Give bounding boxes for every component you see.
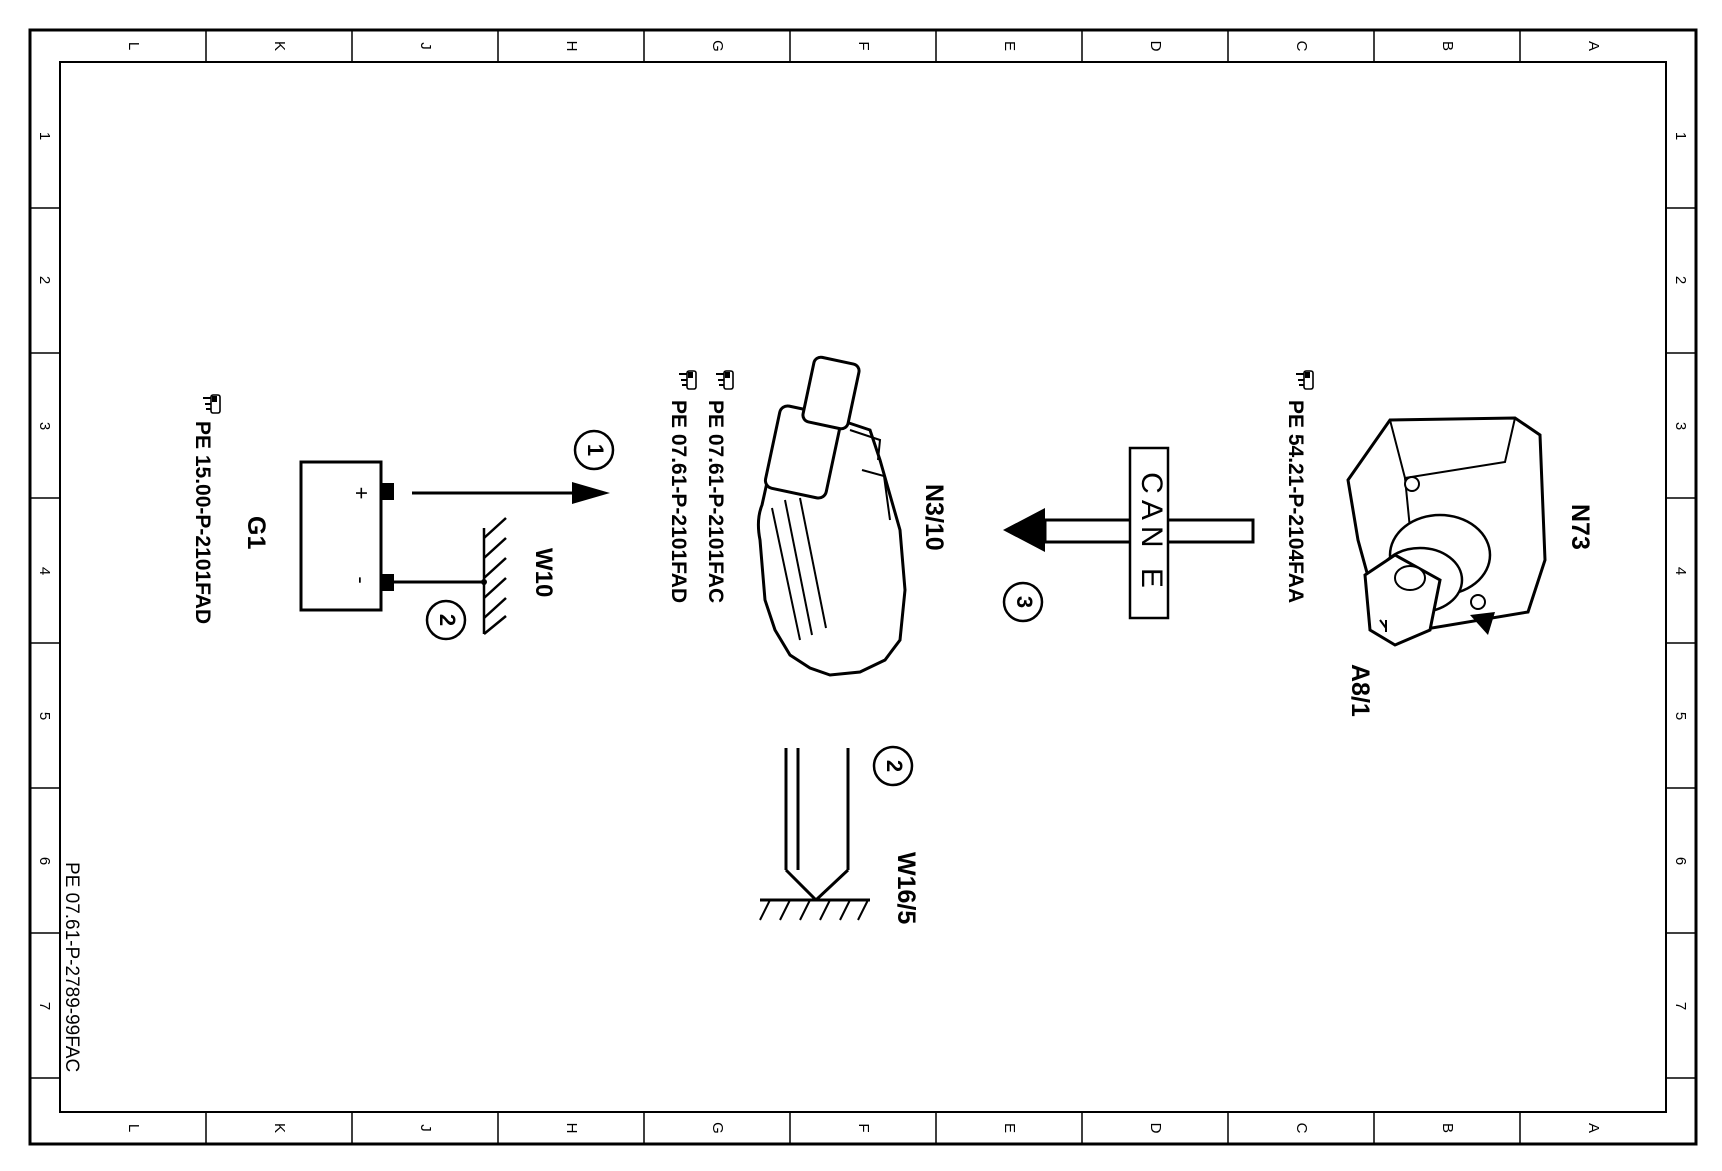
n73-ref-text: PE 54.21-P-2104FAA (1284, 400, 1307, 603)
battery-plus-label: + (349, 487, 374, 500)
row-label-right: 3 (1672, 422, 1689, 430)
row-labels: 1 2 3 4 5 6 7 1 2 3 4 5 6 7 (36, 132, 1689, 1010)
sheet-border (28, 28, 1698, 1146)
col-label-top: L (125, 42, 142, 50)
row-label-left: 2 (36, 276, 53, 284)
callout-2b-number: 2 (882, 760, 907, 772)
g1-reference: PE 15.00-P-2101FAD (191, 394, 221, 624)
n73-reference: PE 54.21-P-2104FAA (1284, 370, 1314, 603)
a8-1-designation: A8/1 (1346, 664, 1374, 717)
battery-g1: + - (299, 460, 394, 612)
callout-1: 1 (573, 429, 615, 471)
pointing-hand-icon (678, 370, 697, 390)
pointing-hand-icon (202, 394, 221, 414)
col-label-top: F (855, 41, 872, 50)
row-label-left: 3 (36, 422, 53, 430)
battery-plus-wire (412, 482, 610, 504)
can-bus-arrow (1003, 508, 1255, 552)
control-unit-n3-10 (756, 355, 907, 677)
col-label-bottom: D (1147, 1123, 1164, 1134)
row-label-left: 4 (36, 567, 53, 575)
n3-10-ref-2: PE 07.61-P-2101FAD (667, 400, 690, 603)
col-label-top: G (709, 40, 726, 52)
col-label-top: A (1585, 41, 1602, 51)
ignition-switch-n73 (1346, 416, 1547, 647)
callout-2: 2 (425, 599, 467, 641)
col-label-bottom: F (855, 1123, 872, 1132)
col-label-bottom: K (271, 1123, 288, 1133)
column-labels: L K J H G F E D C B A L K J H G F E D C … (125, 40, 1602, 1134)
n3-10-ref-1: PE 07.61-P-2101FAC (704, 400, 727, 603)
w10-designation: W10 (530, 548, 557, 597)
battery-minus-wire (394, 579, 487, 585)
n73-designation: N73 (1566, 504, 1594, 550)
row-label-left: 7 (36, 1002, 53, 1010)
pointing-hand-icon (1295, 370, 1314, 390)
can-e-label-box: CAN E (1128, 446, 1170, 620)
col-label-top: C (1293, 41, 1310, 52)
row-label-right: 2 (1672, 276, 1689, 284)
row-label-right: 4 (1672, 567, 1689, 575)
callout-3: 3 (1002, 581, 1044, 623)
col-label-bottom: E (1001, 1123, 1018, 1133)
callout-2b: 2 (872, 745, 914, 787)
g1-ref-text: PE 15.00-P-2101FAD (191, 421, 214, 624)
document-id: PE 07.61-P-2789-99FAC (61, 862, 82, 1072)
col-label-bottom: A (1585, 1123, 1602, 1133)
ground-point-w16-5 (759, 748, 870, 921)
callout-2-number: 2 (435, 614, 460, 626)
col-label-top: E (1001, 41, 1018, 51)
col-label-top: K (271, 41, 288, 51)
col-label-bottom: G (709, 1122, 726, 1134)
row-label-right: 1 (1672, 132, 1689, 140)
row-label-right: 5 (1672, 712, 1689, 720)
col-label-top: B (1439, 41, 1456, 51)
row-label-left: 6 (36, 857, 53, 865)
row-label-left: 5 (36, 712, 53, 720)
pointing-hand-icon (715, 370, 734, 390)
callout-3-number: 3 (1012, 596, 1037, 608)
n3-10-reference: PE 07.61-P-2101FAC PE 07.61-P-2101FAD (667, 370, 734, 603)
col-label-bottom: H (563, 1123, 580, 1134)
g1-designation: G1 (242, 516, 270, 549)
col-label-bottom: B (1439, 1123, 1456, 1133)
can-e-label: CAN E (1135, 472, 1168, 594)
border-grid-ticks (30, 30, 1696, 1144)
row-label-left: 1 (36, 132, 53, 140)
w16-5-designation: W16/5 (892, 852, 920, 924)
col-label-top: J (417, 42, 434, 50)
row-label-right: 7 (1672, 1002, 1689, 1010)
n3-10-designation: N3/10 (920, 484, 948, 551)
battery-minus-label: - (349, 576, 374, 583)
col-label-top: D (1147, 41, 1164, 52)
col-label-top: H (563, 41, 580, 52)
row-label-right: 6 (1672, 857, 1689, 865)
ground-point-w10 (482, 517, 507, 635)
col-label-bottom: C (1293, 1123, 1310, 1134)
col-label-bottom: L (125, 1124, 142, 1132)
callout-1-number: 1 (583, 444, 608, 456)
col-label-bottom: J (417, 1124, 434, 1132)
